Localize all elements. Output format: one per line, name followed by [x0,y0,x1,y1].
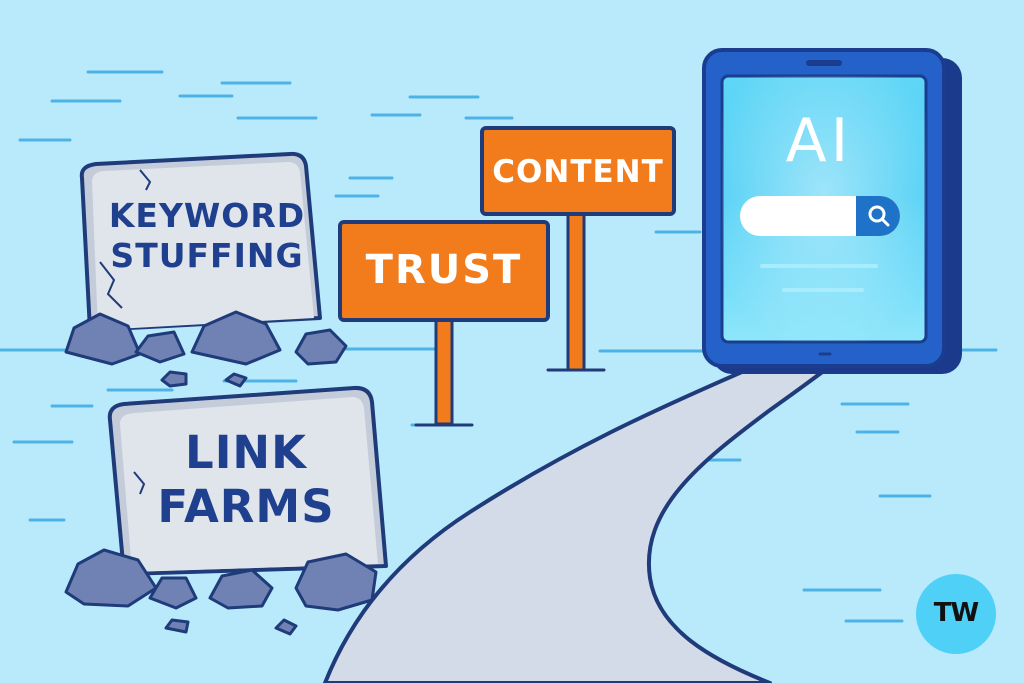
search-icon[interactable] [868,205,890,227]
tombstone-line: LINK [185,426,307,479]
search-bar[interactable] [740,196,900,236]
tombstone-line: FARMS [157,480,335,533]
trust-signpost [338,220,550,427]
trust-sign-label: TRUST [365,247,523,293]
tw-logo-text: TW [933,598,979,628]
tombstone-line: KEYWORD [108,196,306,235]
link-farms-label: LINK FARMS [132,426,360,534]
link-farms-tombstone [107,385,388,576]
tw-logo [916,574,996,654]
rocks-2 [64,548,378,636]
tombstone-line: STUFFING [110,236,304,275]
keyword-stuffing-tombstone [79,151,322,332]
keyword-stuffing-label: KEYWORD STUFFING [96,196,318,276]
content-sign-label: CONTENT [492,154,664,190]
rocks-1 [64,310,348,388]
content-signpost [480,126,676,372]
ai-screen-label: AI [785,106,853,176]
